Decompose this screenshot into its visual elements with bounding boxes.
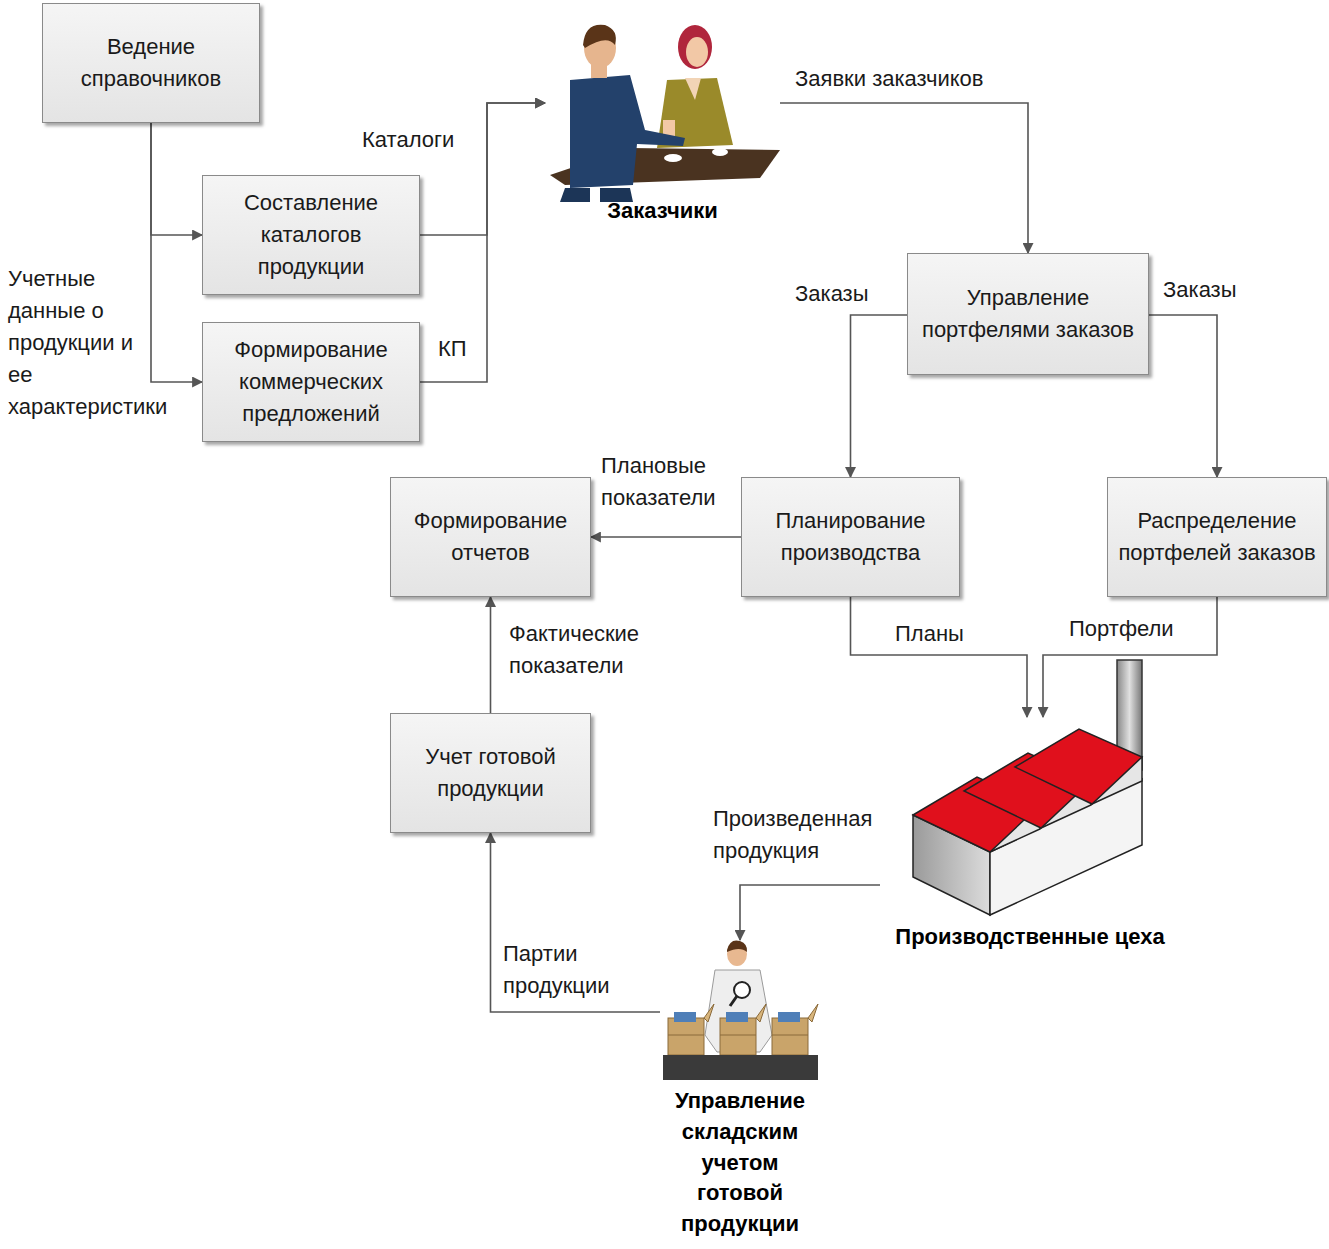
edge-label: Каталоги	[362, 127, 454, 152]
edge-label: Фактические показатели	[509, 621, 639, 678]
edge-label-holder: Заявки заказчиков	[795, 63, 1035, 95]
box-label: Учет готовой продукции	[401, 741, 580, 805]
flow-arrow	[1149, 315, 1217, 477]
edge-label: КП	[438, 336, 467, 361]
process-box: Формирование коммерческих предложений	[202, 322, 420, 442]
edge-label: Заявки заказчиков	[795, 66, 983, 91]
flow-arrow	[591, 536, 741, 538]
people-node: Заказчики	[545, 20, 780, 225]
edge-label-holder: КП	[438, 333, 478, 365]
edge-label-holder: Заказы	[795, 278, 895, 310]
people-picture	[545, 20, 780, 225]
edge-label: Планы	[895, 621, 964, 646]
edge-label: Заказы	[795, 281, 869, 306]
flow-arrow	[151, 123, 202, 235]
edge-label-holder: Портфели	[1069, 613, 1189, 645]
node-caption: Производственные цеха	[870, 922, 1190, 953]
edge-label: Партии продукции	[503, 941, 610, 998]
edge-label: Плановые показатели	[601, 453, 716, 510]
flow-arrow	[491, 833, 661, 1012]
edge-label-holder: Каталоги	[362, 124, 482, 156]
flow-arrow	[420, 103, 545, 235]
box-label: Управление портфелями заказов	[918, 282, 1138, 346]
edge-label-holder: Планы	[895, 618, 995, 650]
customers-illustration	[550, 25, 780, 202]
process-box: Управление портфелями заказов	[907, 253, 1149, 375]
box-label: Планирование производства	[752, 505, 949, 569]
node-caption: Заказчики	[545, 196, 780, 227]
store-node: Управление складским учетом готовой прод…	[660, 940, 820, 1245]
edge-label: Заказы	[1163, 277, 1237, 302]
edge-label-holder: Учетные данные о продукции и ее характер…	[8, 263, 148, 422]
edge-label-holder: Произведенная продукция	[713, 803, 913, 867]
edge-label: Учетные данные о продукции и ее характер…	[8, 266, 167, 419]
edge-label-holder: Партии продукции	[503, 938, 643, 1002]
box-label: Распределение портфелей заказов	[1118, 505, 1316, 569]
edge-label-holder: Фактические показатели	[509, 618, 679, 682]
box-label: Ведение справочников	[53, 31, 249, 95]
factory-picture	[880, 717, 1180, 957]
process-box: Составление каталогов продукции	[202, 175, 420, 295]
flow-arrow	[851, 597, 1028, 717]
factory-node: Производственные цеха	[880, 717, 1180, 957]
edge-label-holder: Плановые показатели	[601, 450, 741, 514]
box-label: Составление каталогов продукции	[213, 187, 409, 283]
factory-illustration	[913, 660, 1142, 915]
flow-arrow	[740, 885, 880, 940]
edge-label-holder: Заказы	[1163, 274, 1263, 306]
box-label: Формирование отчетов	[401, 505, 580, 569]
flow-arrow	[780, 103, 1028, 253]
flow-arrow	[851, 315, 908, 477]
process-box: Ведение справочников	[42, 3, 260, 123]
process-box: Распределение портфелей заказов	[1107, 477, 1327, 597]
process-box: Формирование отчетов	[390, 477, 591, 597]
process-box: Планирование производства	[741, 477, 960, 597]
node-caption: Управление складским учетом готовой прод…	[670, 1086, 810, 1240]
box-label: Формирование коммерческих предложений	[213, 334, 409, 430]
process-box: Учет готовой продукции	[390, 713, 591, 833]
warehouse-illustration	[663, 940, 818, 1080]
flow-arrow	[490, 597, 492, 713]
edge-label: Портфели	[1069, 616, 1174, 641]
flow-arrow	[151, 123, 202, 382]
edge-label: Произведенная продукция	[713, 806, 872, 863]
